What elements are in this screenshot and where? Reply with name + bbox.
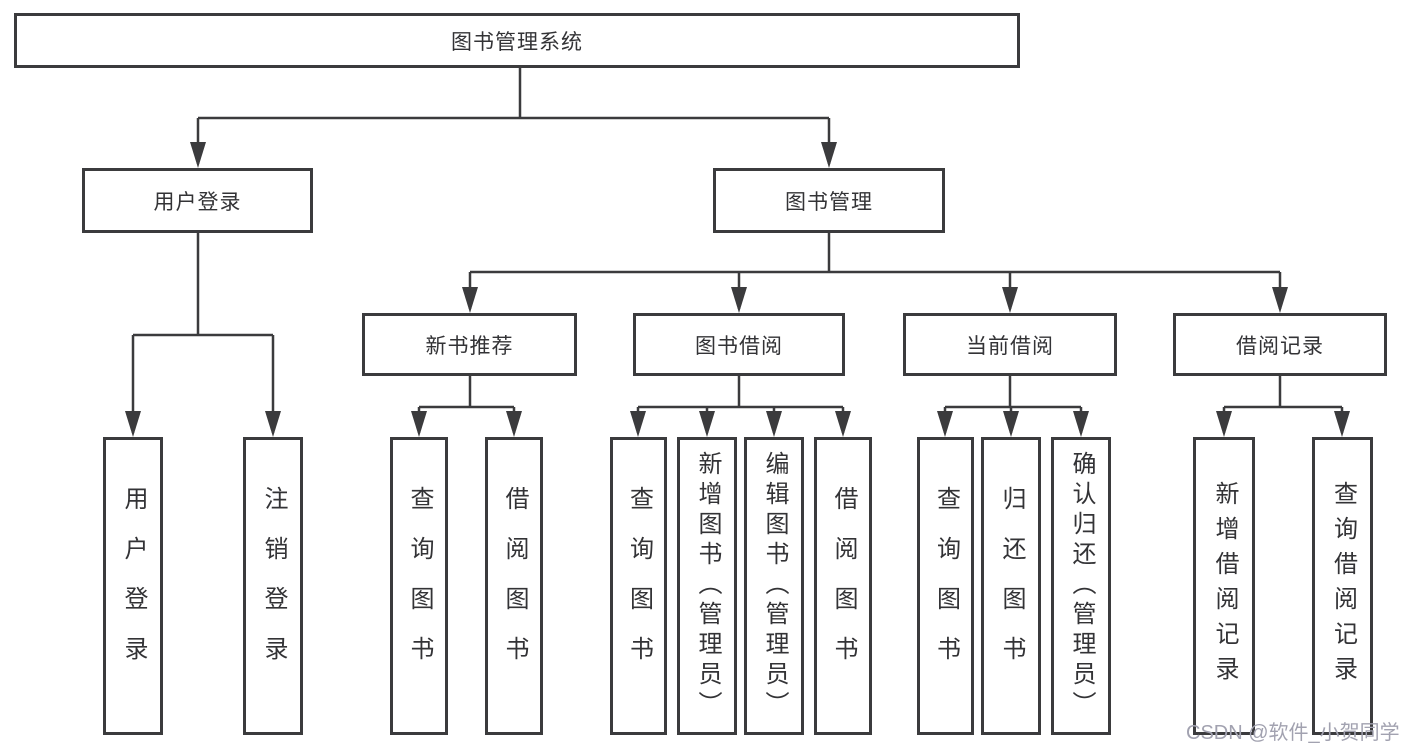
leaf-label: 注销登录 (260, 486, 287, 686)
node-user-login: 用户登录 (82, 168, 313, 233)
leaf-add-borrow-record: 新增借阅记录 (1193, 437, 1255, 735)
leaf-label: 借阅图书 (830, 486, 857, 686)
leaf-confirm-return-admin: 确认归还（管理员） (1051, 437, 1111, 735)
leaf-query-book-current: 查询图书 (917, 437, 974, 735)
leaf-label: 归还图书 (998, 486, 1025, 686)
leaf-query-book-borrowing: 查询图书 (610, 437, 667, 735)
csdn-watermark: CSDN @软件_小贺同学 (1186, 722, 1400, 744)
node-book-management: 图书管理 (713, 168, 945, 233)
leaf-label: 新增借阅记录 (1211, 481, 1238, 691)
leaf-query-borrow-record: 查询借阅记录 (1312, 437, 1373, 735)
leaf-user-login: 用户登录 (103, 437, 163, 735)
leaf-label: 新增图书（管理员） (694, 451, 721, 721)
leaf-logout: 注销登录 (243, 437, 303, 735)
leaf-label: 查询图书 (625, 486, 653, 686)
leaf-add-book-admin: 新增图书（管理员） (677, 437, 737, 735)
node-borrowing-records: 借阅记录 (1173, 313, 1387, 376)
leaf-return-book: 归还图书 (981, 437, 1041, 735)
arrowheads (125, 142, 1350, 437)
leaf-borrow-book: 借阅图书 (814, 437, 872, 735)
leaf-edit-book-admin: 编辑图书（管理员） (744, 437, 804, 735)
leaf-label: 查询图书 (932, 486, 960, 686)
leaf-label: 用户登录 (120, 486, 147, 686)
leaf-borrow-book-recommend: 借阅图书 (485, 437, 543, 735)
leaf-label: 确认归还（管理员） (1068, 451, 1095, 721)
node-new-book-recommend: 新书推荐 (362, 313, 577, 376)
leaf-label: 查询借阅记录 (1329, 481, 1357, 691)
node-current-borrowing: 当前借阅 (903, 313, 1117, 376)
leaf-label: 借阅图书 (501, 486, 528, 686)
leaf-label: 查询图书 (406, 486, 433, 686)
node-root-system: 图书管理系统 (14, 13, 1020, 68)
leaf-query-book-recommend: 查询图书 (390, 437, 448, 735)
node-book-borrowing: 图书借阅 (633, 313, 845, 376)
leaf-label: 编辑图书（管理员） (761, 451, 788, 721)
